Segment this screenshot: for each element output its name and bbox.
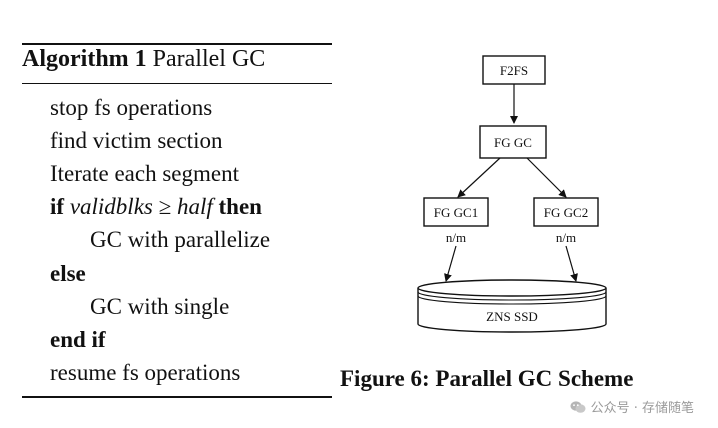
keyword-then: then xyxy=(218,194,262,219)
algorithm-line-2: find victim section xyxy=(50,128,223,153)
arrow-fggc-fggc1 xyxy=(457,157,501,198)
algorithm-line-7: GC with single xyxy=(90,294,230,319)
f2fs-label: F2FS xyxy=(500,63,528,78)
zns-ssd-disk xyxy=(417,279,607,333)
watermark-text: 公众号 · 存储随笔 xyxy=(590,401,694,416)
algorithm-name: Parallel GC xyxy=(152,46,266,72)
algorithm-title: Algorithm 1 Parallel GC xyxy=(22,46,265,73)
keyword-if: if xyxy=(50,194,65,219)
algorithm-number: Algorithm 1 xyxy=(22,46,147,72)
diagram-svg: F2FS FG GC FG GC1 FG GC2 n/m n/m xyxy=(417,55,607,333)
algorithm-line-if: if validblks ≥ half then xyxy=(50,195,262,218)
ssd-label: ZNS SSD xyxy=(486,309,538,324)
arrow-fggc2-ssd xyxy=(565,245,578,282)
algorithm-bottom-rule xyxy=(22,396,332,398)
wechat-icon xyxy=(570,400,586,413)
fggc1-label: FG GC1 xyxy=(434,205,478,220)
fggc-label: FG GC xyxy=(494,135,532,150)
arrow-fggc1-ssd xyxy=(444,245,457,282)
fggc1-box xyxy=(423,197,489,227)
algorithm-line-5: GC with parallelize xyxy=(90,227,271,252)
arrow-fggc-fggc2 xyxy=(526,157,567,198)
edge-label-right: n/m xyxy=(556,230,576,245)
fggc-box xyxy=(479,125,547,159)
edge-label-left: n/m xyxy=(446,230,466,245)
algorithm-mid-rule xyxy=(22,83,332,84)
algorithm-line-1: stop fs operations xyxy=(50,95,213,120)
fggc2-box xyxy=(533,197,599,227)
figure-caption: Figure 6: Parallel GC Scheme xyxy=(340,366,634,391)
fggc2-label: FG GC2 xyxy=(544,205,588,220)
algorithm-line-3: Iterate each segment xyxy=(50,161,239,186)
condition: validblks ≥ half xyxy=(69,194,213,219)
watermark: 公众号 · 存储随笔 xyxy=(570,397,694,416)
figure-diagram: F2FS FG GC FG GC1 FG GC2 n/m n/m xyxy=(340,40,718,350)
keyword-end-if: end if xyxy=(50,327,106,352)
algorithm-line-9: resume fs operations xyxy=(50,360,241,385)
algorithm-top-rule xyxy=(22,43,332,45)
keyword-else: else xyxy=(50,261,86,286)
